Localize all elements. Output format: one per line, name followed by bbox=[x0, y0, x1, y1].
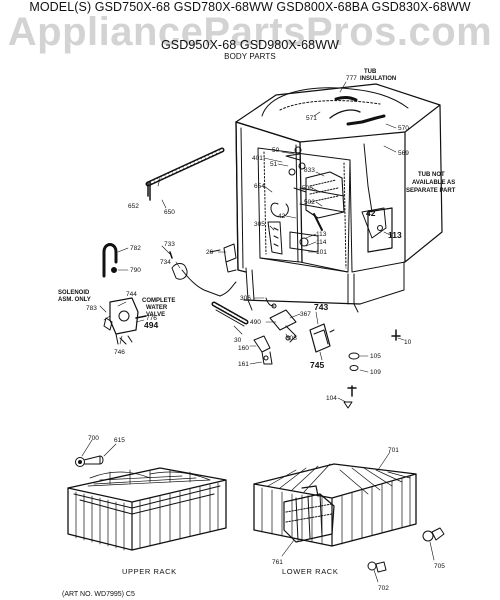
callout-782: 782 bbox=[130, 245, 141, 252]
callout-50: 50 bbox=[272, 147, 280, 154]
callout-10: 10 bbox=[404, 339, 412, 346]
callout-506: 506 bbox=[302, 185, 313, 192]
callout-790: 790 bbox=[130, 267, 141, 274]
callout-702: 702 bbox=[378, 585, 389, 592]
tub-assembly bbox=[235, 83, 443, 313]
side-bracket bbox=[361, 207, 387, 239]
callout-761: 761 bbox=[272, 559, 283, 566]
callout-743: 743 bbox=[314, 302, 328, 312]
callout-615: 615 bbox=[114, 437, 125, 444]
callout-776: 776 bbox=[146, 315, 157, 322]
note-solenoid-1: SOLENOID bbox=[58, 290, 90, 296]
callout-labels: 777 571 570 569 50 401 51 833 654 506 50… bbox=[86, 75, 445, 592]
callout-104: 104 bbox=[326, 395, 337, 402]
door-latch-parts bbox=[265, 297, 297, 343]
callout-833: 833 bbox=[304, 167, 315, 174]
lower-rack bbox=[253, 463, 445, 573]
callout-161: 161 bbox=[238, 361, 249, 368]
callout-105: 105 bbox=[370, 353, 381, 360]
upper-rack bbox=[67, 455, 227, 551]
callout-42: 42 bbox=[278, 213, 286, 220]
callout-leader-lines bbox=[81, 81, 435, 583]
callout-306: 306 bbox=[240, 295, 251, 302]
callout-113-right: 113 bbox=[388, 230, 402, 240]
note-complete-valve-2: WATER bbox=[146, 305, 168, 311]
callout-160: 160 bbox=[238, 345, 249, 352]
note-tub-not-available-1: TUB NOT bbox=[418, 172, 445, 178]
model-list-line-2: GSD950X-68 GSD980X-68WW bbox=[160, 38, 340, 52]
caption-lower-rack: LOWER RACK bbox=[282, 567, 338, 576]
rack-captions: UPPER RACK LOWER RACK (ART NO. WD7995) C… bbox=[62, 567, 338, 598]
callout-569: 569 bbox=[398, 150, 409, 157]
note-complete-valve-3: VALVE bbox=[146, 312, 165, 318]
drain-hose-clip bbox=[102, 243, 118, 278]
diagram-notes: TUB INSULATION TUB NOT AVAILABLE AS SEPA… bbox=[58, 69, 456, 318]
note-complete-valve-1: COMPLETE bbox=[142, 298, 175, 304]
callout-783: 783 bbox=[86, 305, 97, 312]
callout-734: 734 bbox=[160, 259, 171, 266]
callout-502: 502 bbox=[304, 199, 315, 206]
callout-701: 701 bbox=[388, 447, 399, 454]
callout-305: 305 bbox=[254, 221, 265, 228]
callout-51: 51 bbox=[270, 161, 278, 168]
art-number: (ART NO. WD7995) C5 bbox=[62, 591, 135, 598]
callout-705: 705 bbox=[434, 563, 445, 570]
door-gasket-strip bbox=[145, 147, 225, 201]
callout-308: 308 bbox=[286, 335, 297, 342]
callout-109: 109 bbox=[370, 369, 381, 376]
callout-571: 571 bbox=[306, 115, 317, 122]
callout-494: 494 bbox=[144, 320, 158, 330]
note-tub-insulation-2: INSULATION bbox=[360, 76, 396, 82]
callout-733: 733 bbox=[164, 241, 175, 248]
callout-42-right: 42 bbox=[366, 208, 376, 218]
callout-26: 26 bbox=[206, 249, 214, 256]
callout-490: 490 bbox=[250, 319, 261, 326]
callout-401: 401 bbox=[252, 155, 263, 162]
heater-hose bbox=[211, 301, 249, 327]
model-list-line-1: MODEL(S) GSD750X-68 GSD780X-68WW GSD800X… bbox=[29, 0, 471, 14]
section-title: BODY PARTS bbox=[224, 52, 276, 61]
note-tub-insulation-1: TUB bbox=[364, 69, 377, 75]
callout-650: 650 bbox=[164, 209, 175, 216]
watermark: AppliancePartsPros.com bbox=[7, 10, 493, 54]
callout-745: 745 bbox=[310, 360, 324, 370]
callout-570: 570 bbox=[398, 125, 409, 132]
door-hinge bbox=[253, 335, 273, 365]
callout-113: 113 bbox=[316, 231, 327, 238]
callout-744: 744 bbox=[126, 291, 137, 298]
note-solenoid-2: ASM. ONLY bbox=[58, 297, 91, 303]
hardware-screws bbox=[343, 329, 401, 409]
callout-654: 654 bbox=[254, 183, 265, 190]
wire-harness-parts bbox=[169, 243, 237, 297]
note-tub-not-available-2: AVAILABLE AS bbox=[412, 180, 455, 186]
callout-367: 367 bbox=[300, 311, 311, 318]
callout-746: 746 bbox=[114, 349, 125, 356]
callout-30: 30 bbox=[234, 337, 242, 344]
callout-101: 101 bbox=[316, 249, 327, 256]
caption-upper-rack: UPPER RACK bbox=[122, 567, 177, 576]
mounting-block bbox=[309, 323, 335, 353]
callout-652: 652 bbox=[128, 203, 139, 210]
callout-700: 700 bbox=[88, 435, 99, 442]
callout-777: 777 bbox=[346, 75, 357, 82]
callout-114: 114 bbox=[316, 239, 327, 246]
note-tub-not-available-3: SEPARATE PART bbox=[406, 188, 456, 194]
